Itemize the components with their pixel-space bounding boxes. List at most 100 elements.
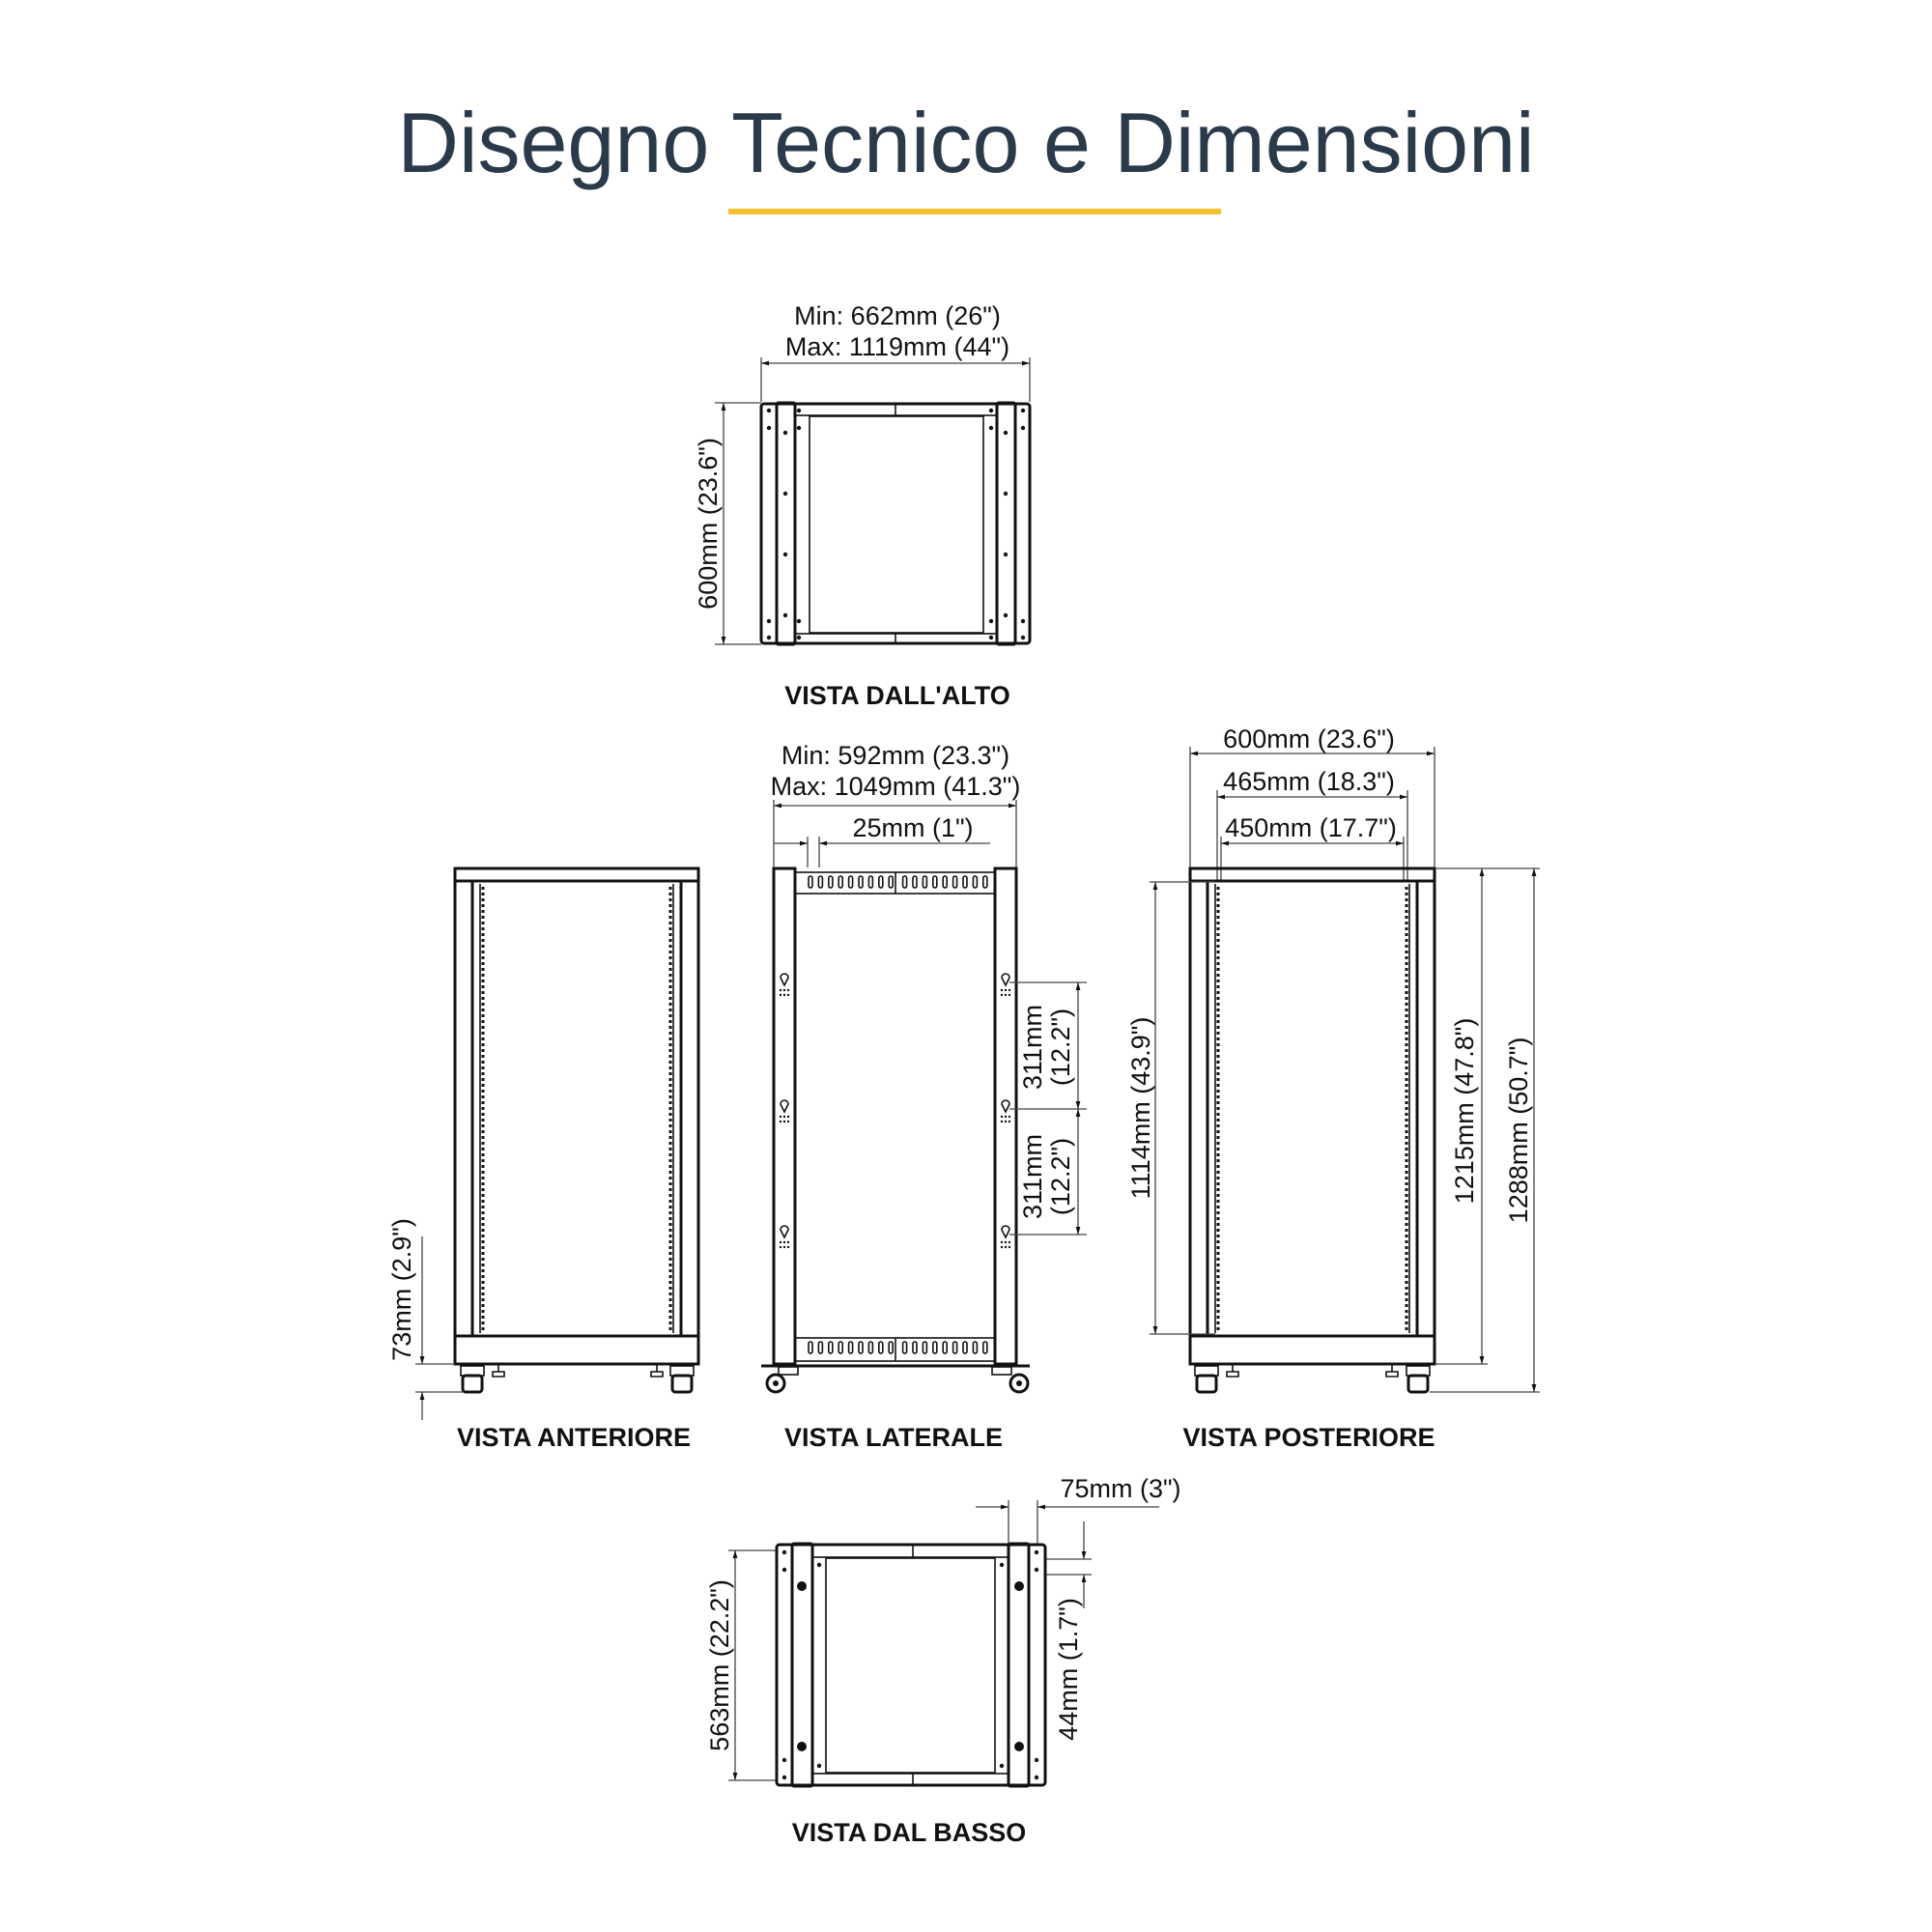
rail-hole <box>1216 991 1220 994</box>
rail-hole <box>1216 1037 1220 1040</box>
screw-hole <box>999 1562 1005 1568</box>
rail-hole <box>481 1159 485 1162</box>
rail-hole <box>1216 1206 1220 1208</box>
screw-hole <box>1034 1757 1039 1763</box>
caster-wheel <box>1406 1374 1430 1394</box>
rail-hole <box>481 1095 485 1098</box>
rail-hole <box>668 922 672 924</box>
screw-hole <box>782 993 786 997</box>
screw-hole <box>1020 425 1026 431</box>
rail-hole <box>481 939 485 942</box>
screw-hole <box>796 618 802 624</box>
screw-hole <box>782 1240 786 1244</box>
screw-hole <box>796 635 802 640</box>
vent-slot <box>901 875 908 889</box>
rail-hole <box>668 1298 672 1301</box>
rail-hole <box>1405 1037 1408 1040</box>
rail-hole <box>1405 1032 1408 1035</box>
rail-hole <box>1405 1165 1408 1168</box>
screw-hole <box>1008 988 1011 992</box>
vent-slot <box>981 875 988 889</box>
rail-hole <box>668 1281 672 1284</box>
rail-hole <box>481 1124 485 1127</box>
rail-hole <box>668 1211 672 1214</box>
screw-hole <box>1000 993 1004 997</box>
rail-hole <box>1405 980 1408 982</box>
keyhole <box>1001 1225 1010 1239</box>
rail-hole <box>668 887 672 890</box>
screw-hole <box>1000 1245 1004 1249</box>
rail-hole <box>481 904 485 907</box>
rail-hole <box>1216 1055 1220 1058</box>
rail-hole <box>481 898 485 901</box>
rail-hole <box>481 1223 485 1226</box>
rear-view: 600mm (23.6") 465mm (18.3") 450mm (17.7"… <box>1126 724 1540 1452</box>
screw-hole <box>1008 1120 1011 1123</box>
rail-hole <box>668 910 672 913</box>
rail-hole <box>481 893 485 895</box>
rail-hole <box>1216 939 1220 942</box>
rail-hole <box>668 1258 672 1261</box>
vent-slot <box>858 1341 864 1354</box>
rail-hole <box>481 927 485 930</box>
vent-slot <box>931 875 938 889</box>
rail-hole <box>1405 991 1408 994</box>
rail-hole <box>1405 945 1408 948</box>
caster-wheel <box>461 1374 484 1394</box>
rail-hole <box>1216 1165 1220 1168</box>
rail-hole <box>1216 1258 1220 1261</box>
screw-hole <box>999 1763 1005 1769</box>
rail-hole <box>1405 1090 1408 1093</box>
screw-hole <box>988 408 994 413</box>
rail-hole <box>1216 933 1220 936</box>
screw-hole <box>1034 1567 1039 1573</box>
screw-hole <box>796 408 802 413</box>
rail-hole <box>481 1310 485 1313</box>
vent-slot <box>867 875 874 889</box>
rail-hole <box>1216 1136 1220 1139</box>
rail-hole <box>1216 1171 1220 1174</box>
screw-hole <box>1034 1775 1039 1780</box>
rail-hole <box>668 1206 672 1208</box>
rail-hole <box>1405 1287 1408 1290</box>
rail-hole <box>668 1090 672 1093</box>
rail-hole <box>1216 1049 1220 1052</box>
side-depth-min: Min: 592mm (23.3") <box>781 741 1009 770</box>
caster-bolt <box>1014 1742 1024 1751</box>
rail-hole <box>668 1078 672 1081</box>
rail-hole <box>668 991 672 994</box>
rail-hole <box>481 1298 485 1301</box>
rail-hole <box>1216 1032 1220 1035</box>
side-depth-max: Max: 1049mm (41.3") <box>771 772 1021 801</box>
rail-hole <box>481 1043 485 1046</box>
rail-hole <box>481 1264 485 1266</box>
rail-hole <box>481 1090 485 1093</box>
rail-hole <box>1405 1217 1408 1220</box>
rail-hole <box>668 1026 672 1029</box>
vent-slot <box>912 1341 918 1354</box>
rail-hole <box>668 1037 672 1040</box>
vent-slot <box>942 1341 949 1354</box>
screw-hole <box>779 993 782 997</box>
screw-hole <box>781 1775 787 1780</box>
rail-hole <box>1216 904 1220 907</box>
rail-hole <box>1216 1142 1220 1145</box>
leveling-foot <box>650 1364 664 1378</box>
vent-slot <box>808 1341 813 1354</box>
rail-hole <box>481 1165 485 1168</box>
rail-hole <box>1405 916 1408 919</box>
rail-hole <box>1216 922 1220 924</box>
rail-hole <box>668 1084 672 1087</box>
keyhole <box>780 1099 789 1114</box>
rail-hole <box>1405 1124 1408 1127</box>
rail-hole <box>668 974 672 977</box>
screw-hole <box>1000 1120 1004 1123</box>
rail-hole <box>668 1240 672 1243</box>
rail-hole <box>668 1252 672 1255</box>
screw-hole <box>1000 1240 1004 1244</box>
screw-hole <box>786 1115 790 1119</box>
rail-hole <box>668 1264 672 1266</box>
rail-hole <box>481 956 485 959</box>
rail-hole <box>1216 1304 1220 1307</box>
rail-hole <box>481 980 485 982</box>
